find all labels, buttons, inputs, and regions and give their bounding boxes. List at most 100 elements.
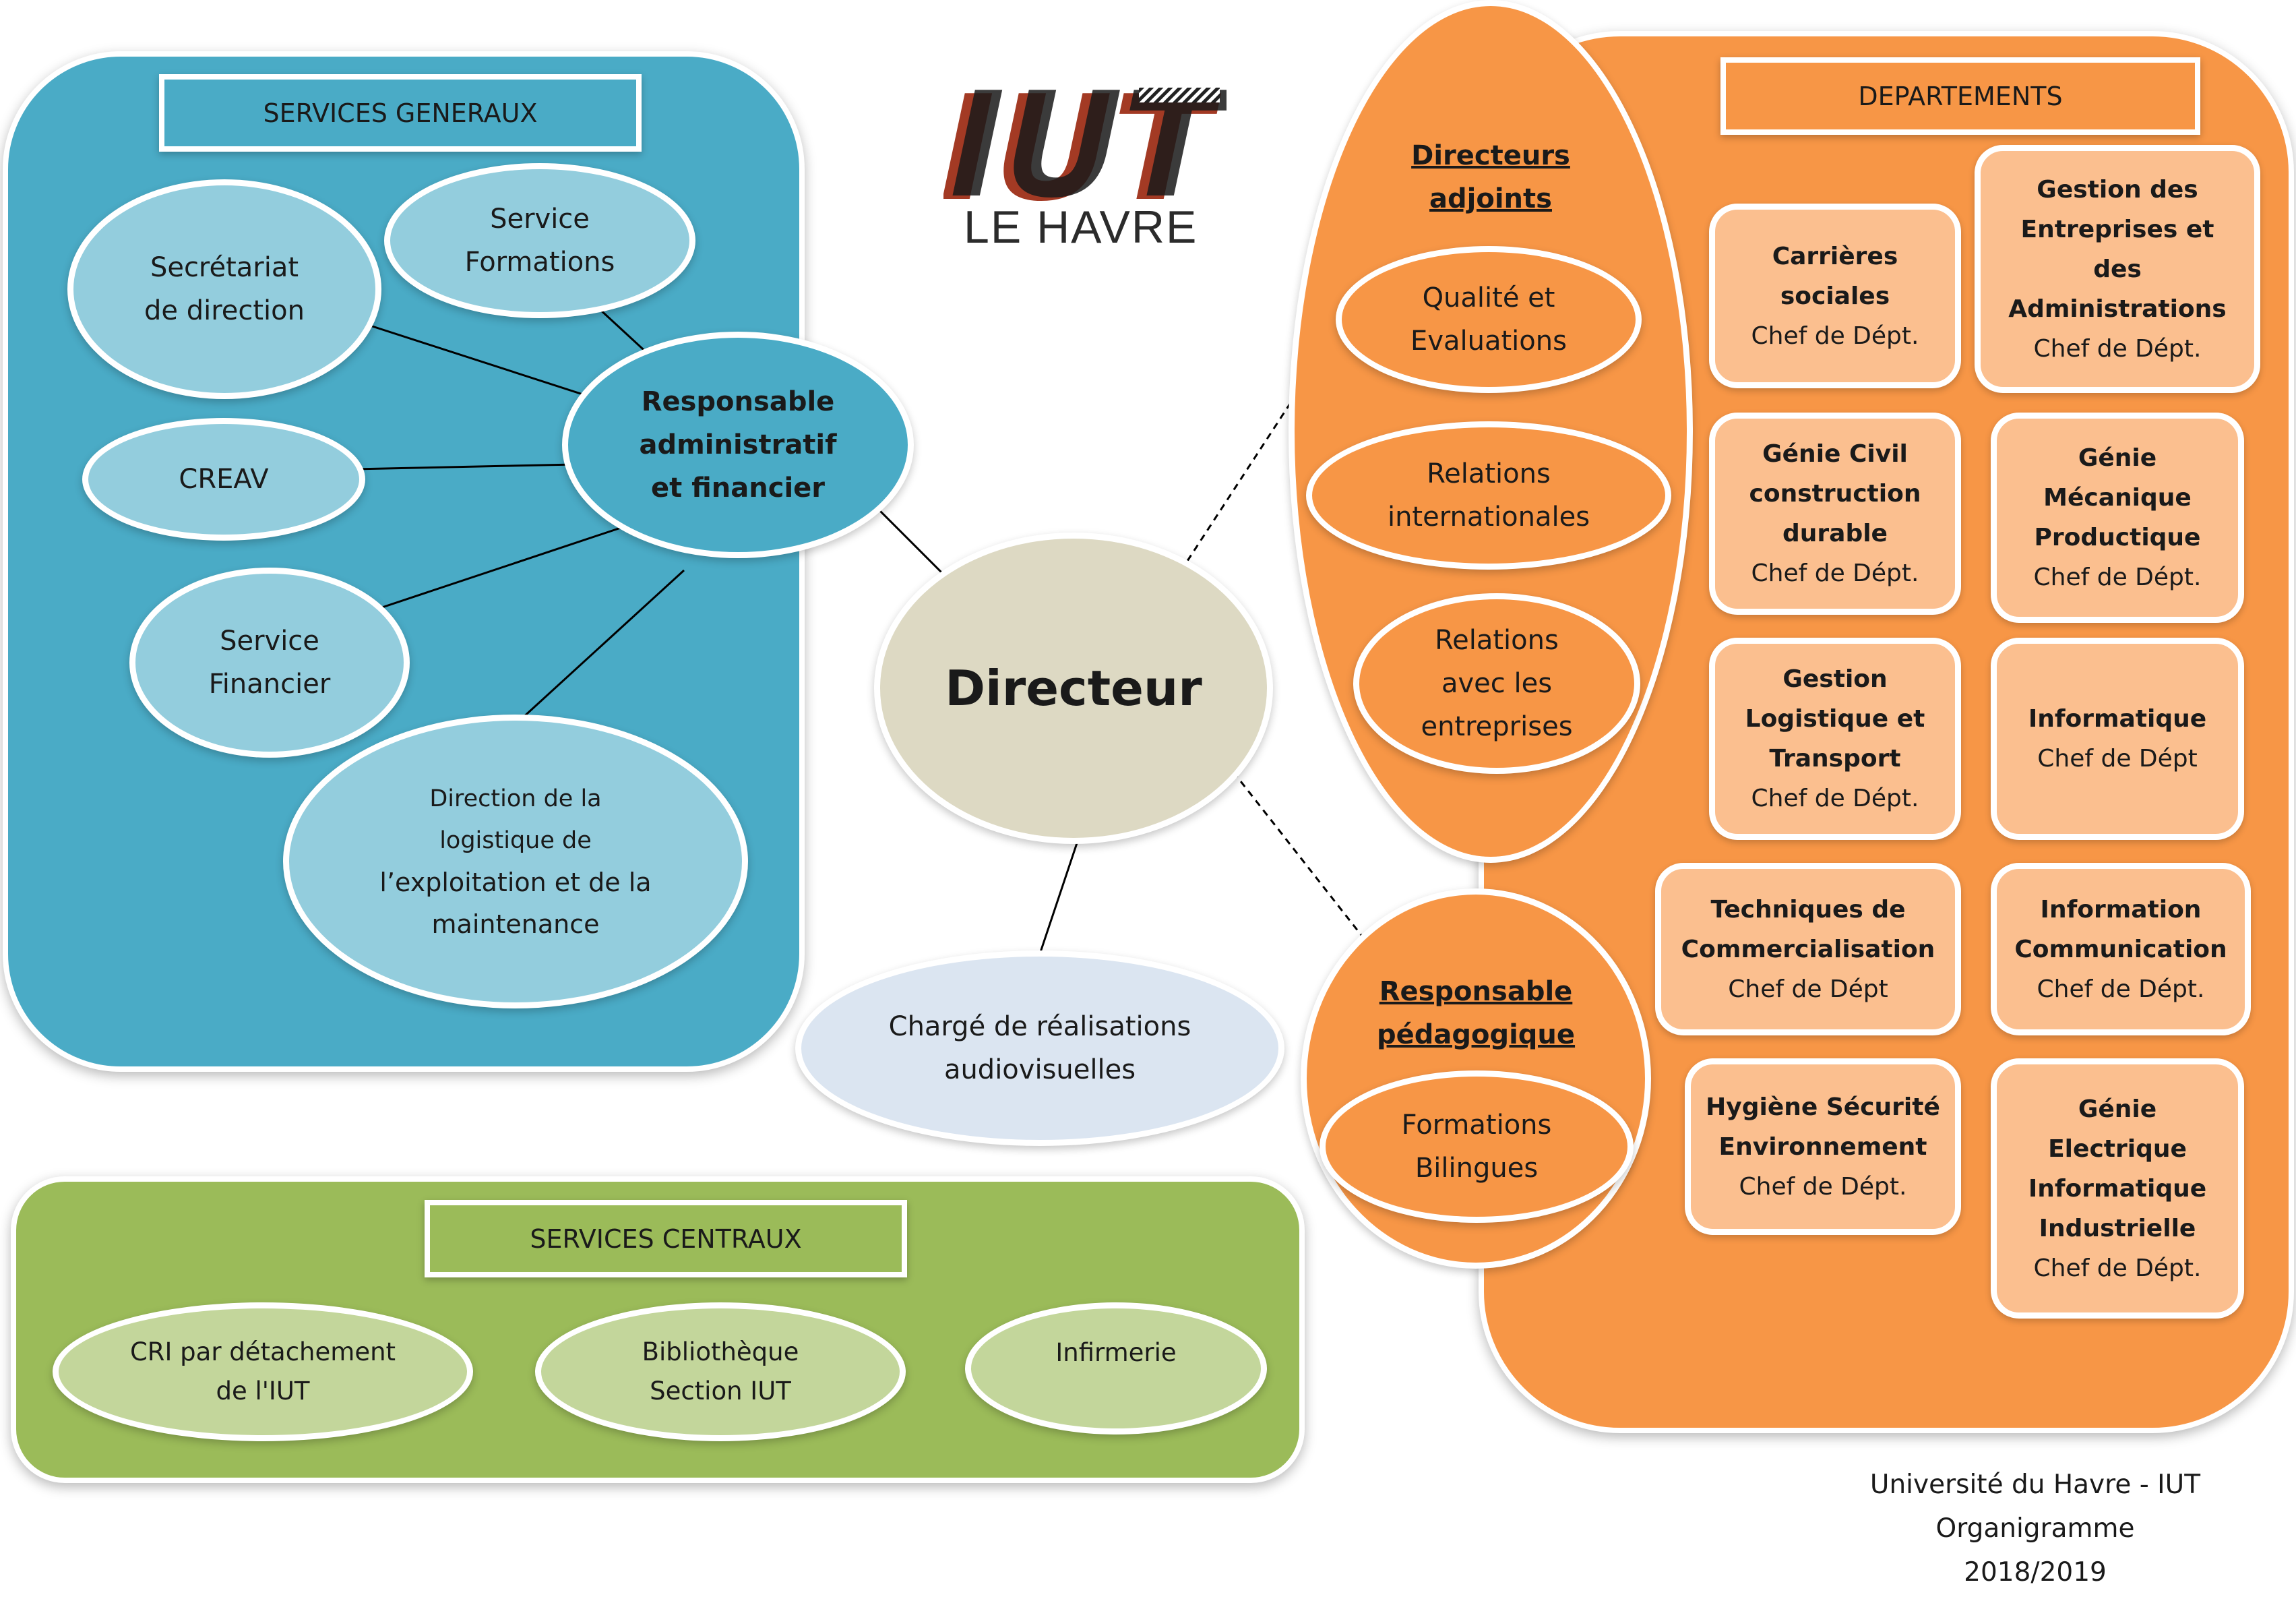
relations-int-line-2: internationales xyxy=(1387,502,1590,533)
dept-name-line: Gestion des xyxy=(2037,175,2198,204)
direction-logistique-ellipse[interactable]: Direction de la logistique de l’exploita… xyxy=(283,715,748,1008)
services-generaux-title: SERVICES GENERAUX xyxy=(159,74,642,152)
cri-ellipse[interactable]: CRI par détachement de l'IUT xyxy=(53,1302,473,1441)
bibliotheque-line-2: Section IUT xyxy=(650,1377,791,1406)
dept-name-line: Logistique et xyxy=(1745,705,1925,733)
dept-name-line: sociales xyxy=(1780,282,1890,310)
dept-genie-civil[interactable]: Génie Civil construction durable Chef de… xyxy=(1709,413,1961,615)
dept-name-line: Communication xyxy=(2014,935,2227,963)
dept-informatique[interactable]: Informatique Chef de Dépt xyxy=(1991,638,2244,840)
audiovisuel-line-2: audiovisuelles xyxy=(943,1054,1136,1085)
direction-logistique-line-3: l’exploitation et de la xyxy=(379,868,652,897)
responsable-administratif-ellipse[interactable]: Responsable administratif et financier xyxy=(562,332,914,558)
dept-role: Chef de Dépt. xyxy=(2037,975,2205,1003)
line-directeurs-adjoints xyxy=(1186,397,1295,562)
dept-role: Chef de Dépt xyxy=(1728,975,1888,1003)
service-formations-line-1: Service xyxy=(490,204,590,235)
dept-techniques-commercialisation[interactable]: Techniques de Commercialisation Chef de … xyxy=(1655,863,1961,1035)
relations-ent-line-3: entreprises xyxy=(1421,711,1573,742)
service-formations-line-2: Formations xyxy=(464,247,615,278)
dept-information-communication[interactable]: Information Communication Chef de Dépt. xyxy=(1991,863,2251,1035)
bibliotheque-line-1: Bibliothèque xyxy=(642,1337,799,1366)
dept-genie-mecanique[interactable]: Génie Mécanique Productique Chef de Dépt… xyxy=(1991,413,2244,623)
footer-line-2: Organigramme xyxy=(1935,1513,2135,1544)
dept-carrieres-sociales[interactable]: Carrières sociales Chef de Dépt. xyxy=(1709,204,1961,388)
service-financier-ellipse[interactable]: Service Financier xyxy=(129,568,410,758)
dept-role: Chef de Dépt xyxy=(2037,745,2198,773)
dept-name-line: Génie xyxy=(2078,444,2157,472)
responsable-line-2: administratif xyxy=(639,429,837,460)
qualite-line-1: Qualité et xyxy=(1422,282,1555,313)
departements-title: DEPARTEMENTS xyxy=(1720,57,2200,135)
cri-line-2: de l'IUT xyxy=(216,1377,310,1406)
dept-role: Chef de Dépt. xyxy=(1739,1172,1907,1201)
infirmerie-ellipse[interactable]: Infirmerie xyxy=(965,1302,1267,1434)
iut-logo-graphic: IUT IUT xyxy=(922,61,1238,233)
dept-name-line: Génie Civil xyxy=(1762,440,1908,468)
dept-name-line: Informatique xyxy=(2028,1174,2207,1203)
secretariat-line-1: Secrétariat xyxy=(150,252,299,283)
dept-name-line: Industrielle xyxy=(2039,1214,2196,1242)
service-formations-ellipse[interactable]: Service Formations xyxy=(384,163,695,318)
directeur-label: Directeur xyxy=(945,660,1202,717)
relations-entreprises-ellipse[interactable]: Relations avec les entreprises xyxy=(1353,593,1640,774)
directeur-ellipse[interactable]: Directeur xyxy=(874,533,1273,844)
responsable-line-3: et financier xyxy=(650,473,826,504)
dept-gestion-logistique-transport[interactable]: Gestion Logistique et Transport Chef de … xyxy=(1709,638,1961,840)
responsable-pedagogique-title-line-2: pédagogique xyxy=(1376,1019,1576,1050)
dept-name-line: Commercialisation xyxy=(1681,935,1935,963)
service-financier-line-2: Financier xyxy=(208,669,331,700)
qualite-line-2: Evaluations xyxy=(1410,326,1567,357)
dept-role: Chef de Dépt. xyxy=(1751,785,1919,812)
formations-bilingues-line-2: Bilingues xyxy=(1415,1153,1539,1184)
dept-name-line: des xyxy=(2093,255,2142,283)
directeurs-adjoints-title-line-2: adjoints xyxy=(1429,183,1552,214)
line-responsable-pedagogique xyxy=(1232,771,1369,944)
dept-name-line: Electrique xyxy=(2048,1135,2187,1163)
dept-role: Chef de Dépt. xyxy=(1751,322,1919,350)
cri-line-1: CRI par détachement xyxy=(129,1337,396,1366)
direction-logistique-line-1: Direction de la xyxy=(429,785,602,812)
relations-internationales-ellipse[interactable]: Relations internationales xyxy=(1306,421,1671,570)
dept-genie-electrique-informatique-industrielle[interactable]: Génie Electrique Informatique Industriel… xyxy=(1991,1058,2244,1319)
services-centraux-title: SERVICES CENTRAUX xyxy=(425,1200,907,1277)
creav-ellipse[interactable]: CREAV xyxy=(82,418,365,541)
dept-name-line: Administrations xyxy=(2008,295,2227,323)
dept-name-line: Génie xyxy=(2078,1095,2157,1123)
footer: Université du Havre - IUT Organigramme 2… xyxy=(1833,1463,2237,1594)
direction-logistique-line-4: maintenance xyxy=(431,909,600,939)
creav-label: CREAV xyxy=(179,464,269,495)
dept-name-line: Informatique xyxy=(2028,705,2207,733)
dept-gestion-entreprises-administrations[interactable]: Gestion des Entreprises et des Administr… xyxy=(1975,145,2260,393)
audiovisuel-ellipse[interactable]: Chargé de réalisations audiovisuelles xyxy=(795,950,1284,1146)
dept-name-line: Techniques de xyxy=(1710,895,1906,924)
line-direction-logistique xyxy=(504,569,685,735)
qualite-ellipse[interactable]: Qualité et Evaluations xyxy=(1336,246,1642,393)
formations-bilingues-line-1: Formations xyxy=(1401,1110,1552,1141)
audiovisuel-line-1: Chargé de réalisations xyxy=(888,1011,1191,1042)
relations-int-line-1: Relations xyxy=(1427,458,1551,489)
dept-name-line: Information xyxy=(2040,895,2202,924)
footer-line-1: Université du Havre - IUT xyxy=(1869,1470,2201,1500)
services-generaux-title-text: SERVICES GENERAUX xyxy=(263,98,538,128)
iut-logo-city: LE HAVRE xyxy=(964,202,1198,253)
dept-name-line: construction xyxy=(1749,480,1921,508)
infirmerie-label: Infirmerie xyxy=(1055,1338,1177,1367)
dept-role: Chef de Dépt. xyxy=(2033,1254,2202,1282)
dept-role: Chef de Dépt. xyxy=(1751,560,1919,587)
bibliotheque-ellipse[interactable]: Bibliothèque Section IUT xyxy=(535,1302,906,1441)
line-secretariat xyxy=(363,322,611,404)
relations-ent-line-2: avec les xyxy=(1441,668,1553,699)
directeurs-adjoints-title-line-1: Directeurs xyxy=(1411,140,1570,171)
dept-role: Chef de Dépt. xyxy=(2033,334,2202,363)
dept-name-line: Productique xyxy=(2034,524,2201,551)
responsable-pedagogique-title-line-1: Responsable xyxy=(1379,976,1573,1007)
formations-bilingues-ellipse[interactable]: Formations Bilingues xyxy=(1320,1070,1634,1223)
dept-role: Chef de Dépt. xyxy=(2033,564,2202,591)
dept-hygiene-securite-environnement[interactable]: Hygiène Sécurité Environnement Chef de D… xyxy=(1685,1058,1961,1235)
relations-ent-line-1: Relations xyxy=(1435,625,1559,656)
dept-name-line: Entreprises et xyxy=(2020,215,2214,243)
dept-name-line: durable xyxy=(1782,520,1888,547)
line-responsable-directeur xyxy=(878,509,952,582)
secretariat-ellipse[interactable]: Secrétariat de direction xyxy=(67,179,381,399)
